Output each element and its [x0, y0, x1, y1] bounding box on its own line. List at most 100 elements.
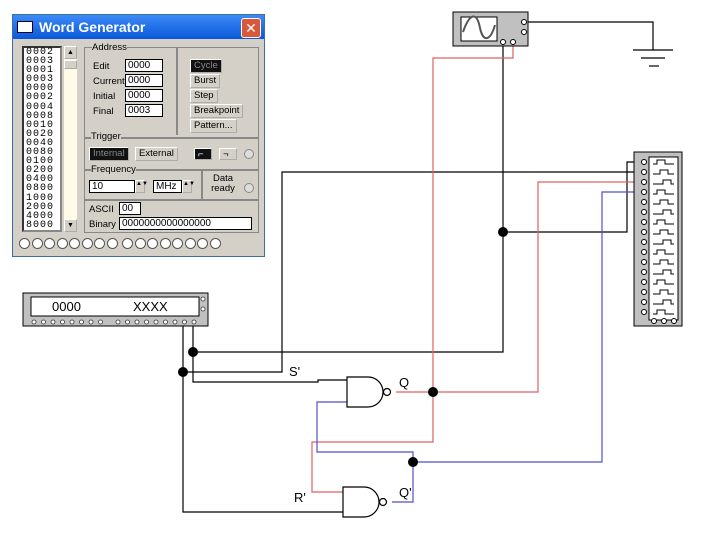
internal-button[interactable]: Internal	[89, 147, 129, 161]
decoder-pin	[182, 319, 187, 325]
word-item[interactable]: 2000	[26, 201, 55, 213]
scroll-thumb[interactable]	[64, 60, 77, 69]
word-item[interactable]: 0100	[26, 156, 55, 168]
analyzer-input-pin	[641, 219, 647, 225]
frequency-stepper[interactable]: ▲▼	[135, 180, 148, 193]
edit-label: Edit	[93, 61, 110, 72]
output-pin[interactable]	[134, 238, 146, 249]
burst-button[interactable]: Burst	[190, 74, 221, 88]
word-item[interactable]: 0400	[26, 174, 55, 186]
output-pin[interactable]	[184, 238, 196, 249]
unit-stepper[interactable]: ▲▼	[182, 180, 195, 193]
scroll-down-icon[interactable]: ▼	[64, 219, 77, 232]
waveform-icon	[653, 179, 674, 185]
decoder-pin	[172, 319, 178, 325]
analyzer-input-pin	[641, 259, 647, 265]
wire-s	[183, 171, 644, 373]
step-button[interactable]: Step	[190, 89, 218, 103]
waveform-icon	[653, 309, 674, 315]
junction	[428, 387, 438, 397]
scrollbar[interactable]: ▲ ▼	[64, 46, 77, 232]
cycle-button[interactable]: Cycle	[190, 59, 222, 73]
word-item[interactable]: 8000	[26, 219, 55, 231]
logic-analyzer	[633, 151, 683, 327]
ascii-field[interactable]: 00	[119, 202, 141, 215]
output-pin[interactable]	[209, 238, 221, 249]
breakpoint-button[interactable]: Breakpoint	[190, 104, 244, 118]
analyzer-input-pin	[641, 209, 647, 215]
analyzer-input-pin	[641, 199, 647, 205]
word-item[interactable]: 0200	[26, 165, 55, 177]
output-pin[interactable]	[81, 238, 93, 249]
close-icon[interactable]: ✕	[241, 18, 261, 38]
waveform-icon	[653, 279, 674, 285]
word-item[interactable]: 0002	[26, 92, 55, 104]
word-item[interactable]: 0000	[26, 83, 55, 95]
output-pin[interactable]	[122, 238, 133, 249]
junction	[188, 347, 198, 357]
wire-scope-a	[193, 42, 504, 353]
output-pin[interactable]	[106, 238, 118, 249]
frequency-field[interactable]: 10	[89, 180, 135, 193]
falling-edge-icon[interactable]: ¬	[219, 148, 237, 160]
junction	[498, 227, 508, 237]
output-pin[interactable]	[69, 238, 80, 249]
analyzer-input-pin	[641, 289, 647, 295]
binary-label: Binary	[89, 219, 116, 230]
rising-edge-icon[interactable]: ⌐	[194, 148, 212, 160]
external-button[interactable]: External	[135, 147, 178, 161]
word-item[interactable]: 0008	[26, 110, 55, 122]
divider	[84, 137, 259, 139]
initial-field[interactable]: 0000	[125, 89, 163, 102]
unit-field[interactable]: MHz	[153, 180, 182, 193]
trigger-radio[interactable]	[244, 149, 254, 159]
word-item[interactable]: 0003	[26, 74, 55, 86]
scroll-up-icon[interactable]: ▲	[64, 46, 77, 59]
analyzer-input-pin	[641, 169, 647, 175]
output-pin[interactable]	[44, 238, 55, 249]
waveform-icon	[653, 159, 674, 165]
word-item[interactable]: 0002	[26, 47, 55, 58]
output-pin[interactable]	[94, 238, 105, 249]
title-bar[interactable]: Word Generator	[13, 15, 264, 39]
word-item[interactable]: 0001	[26, 65, 55, 77]
pattern-button[interactable]: Pattern...	[190, 119, 237, 133]
output-pin[interactable]	[31, 238, 43, 249]
settings-panel	[84, 47, 259, 233]
junction	[178, 367, 188, 377]
word-item[interactable]: 0003	[26, 56, 55, 68]
word-item[interactable]: 0010	[26, 119, 55, 131]
word-item[interactable]: 0800	[26, 183, 55, 195]
binary-field[interactable]: 0000000000000000	[119, 217, 252, 230]
output-pin[interactable]	[172, 238, 183, 249]
output-pin[interactable]	[197, 238, 208, 249]
analyzer-input-pin	[641, 159, 647, 165]
output-pin[interactable]	[147, 238, 158, 249]
divider	[176, 47, 178, 135]
word-item[interactable]: 1000	[26, 192, 55, 204]
word-item[interactable]: 0080	[26, 147, 55, 159]
final-field[interactable]: 0003	[125, 104, 163, 117]
decoder-pin	[153, 319, 159, 325]
word-item[interactable]: 0040	[26, 137, 55, 149]
output-pin[interactable]	[19, 238, 30, 249]
trigger-label: Trigger	[91, 131, 121, 142]
waveform-icon	[653, 169, 674, 175]
display-left-value: 0000	[52, 299, 81, 314]
output-pin[interactable]	[159, 238, 171, 249]
edit-field[interactable]: 0000	[125, 59, 163, 72]
label-qn: Q'	[399, 485, 412, 500]
decoder-pin	[60, 319, 65, 325]
waveform-icon	[653, 189, 674, 195]
output-pin[interactable]	[56, 238, 68, 249]
word-item[interactable]: 0020	[26, 128, 55, 140]
junction	[408, 457, 418, 467]
data-ready-indicator	[244, 183, 254, 193]
current-field[interactable]: 0000	[125, 74, 163, 87]
word-item[interactable]: 4000	[26, 210, 55, 222]
decoder-pin	[31, 319, 37, 325]
word-item[interactable]: 0004	[26, 101, 55, 113]
label-r: R'	[294, 490, 306, 505]
